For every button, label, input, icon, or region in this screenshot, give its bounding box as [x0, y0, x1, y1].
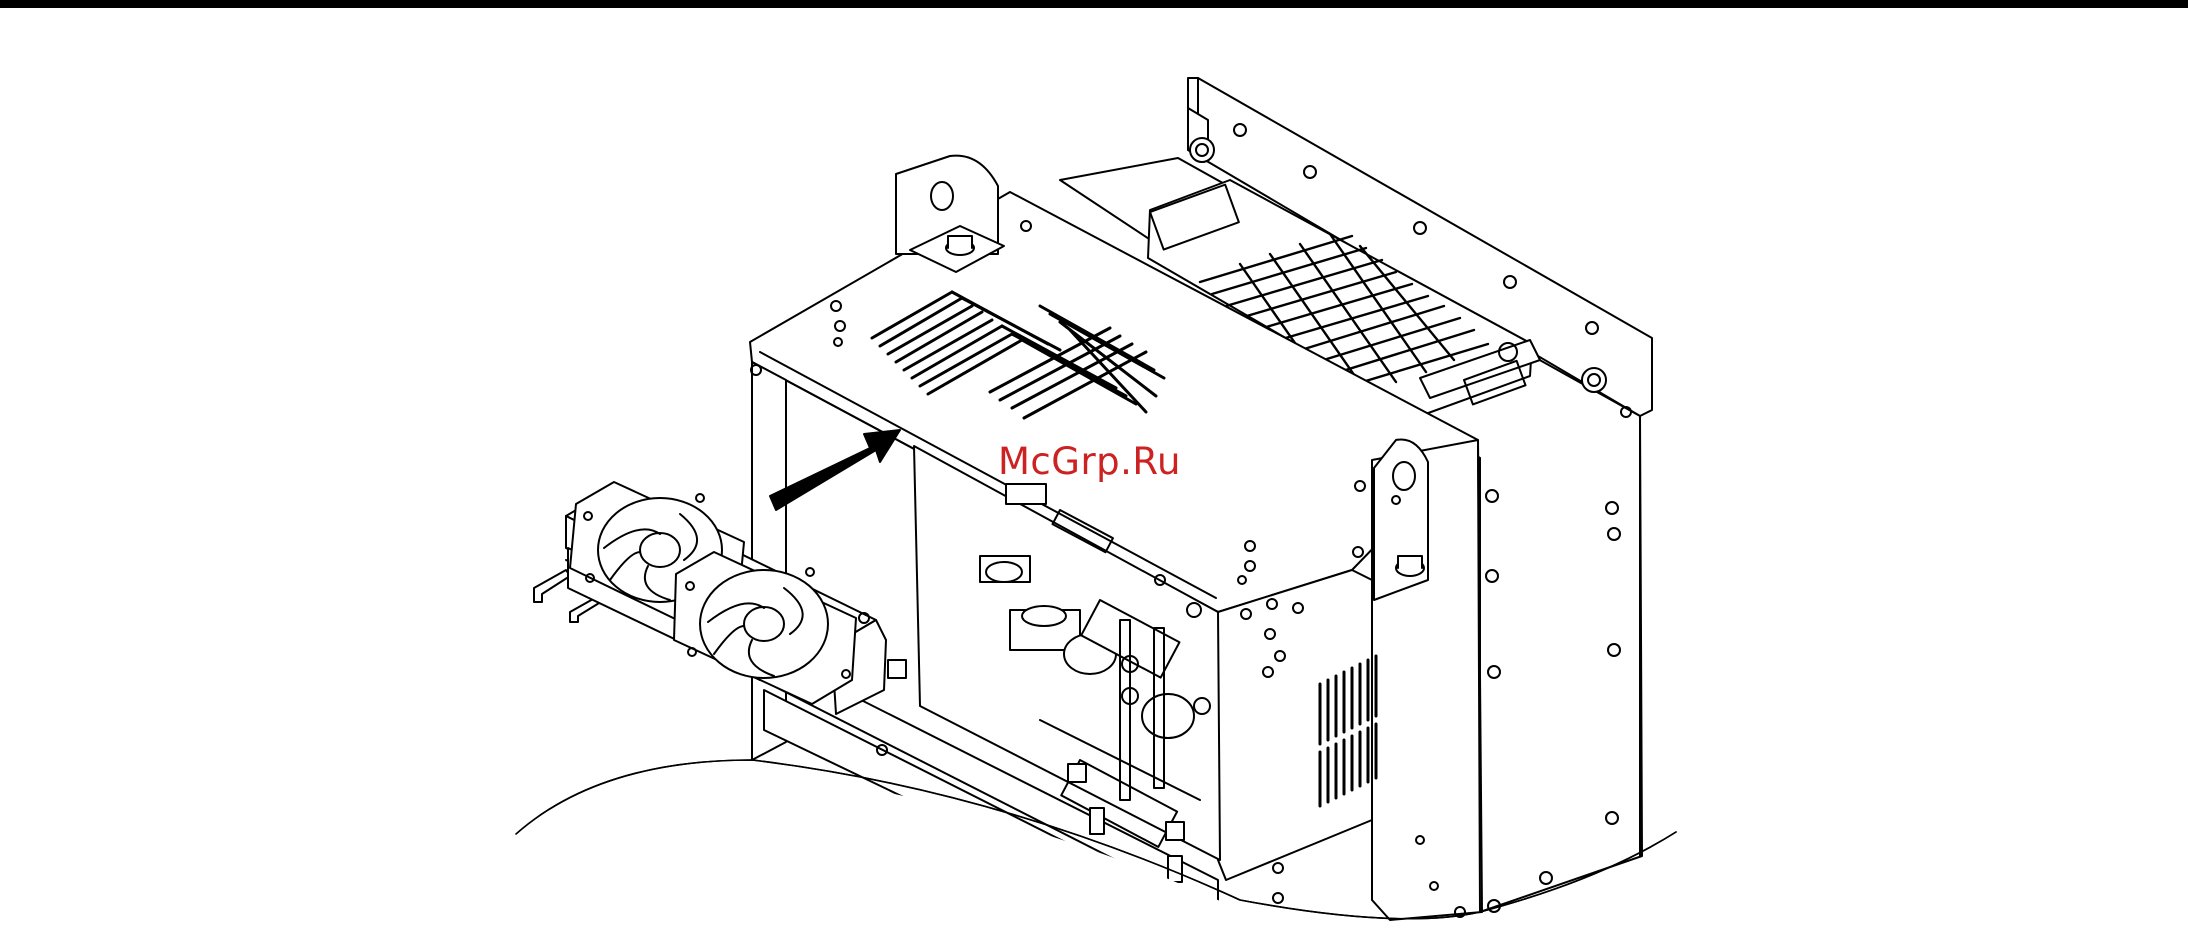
- insertion-arrow: [770, 430, 900, 510]
- watermark: McGrp.Ru: [998, 440, 1181, 483]
- cooling-fan-right: [674, 552, 856, 704]
- lifting-lug-rear: [896, 156, 1004, 272]
- lifting-lug-front: [1374, 439, 1428, 600]
